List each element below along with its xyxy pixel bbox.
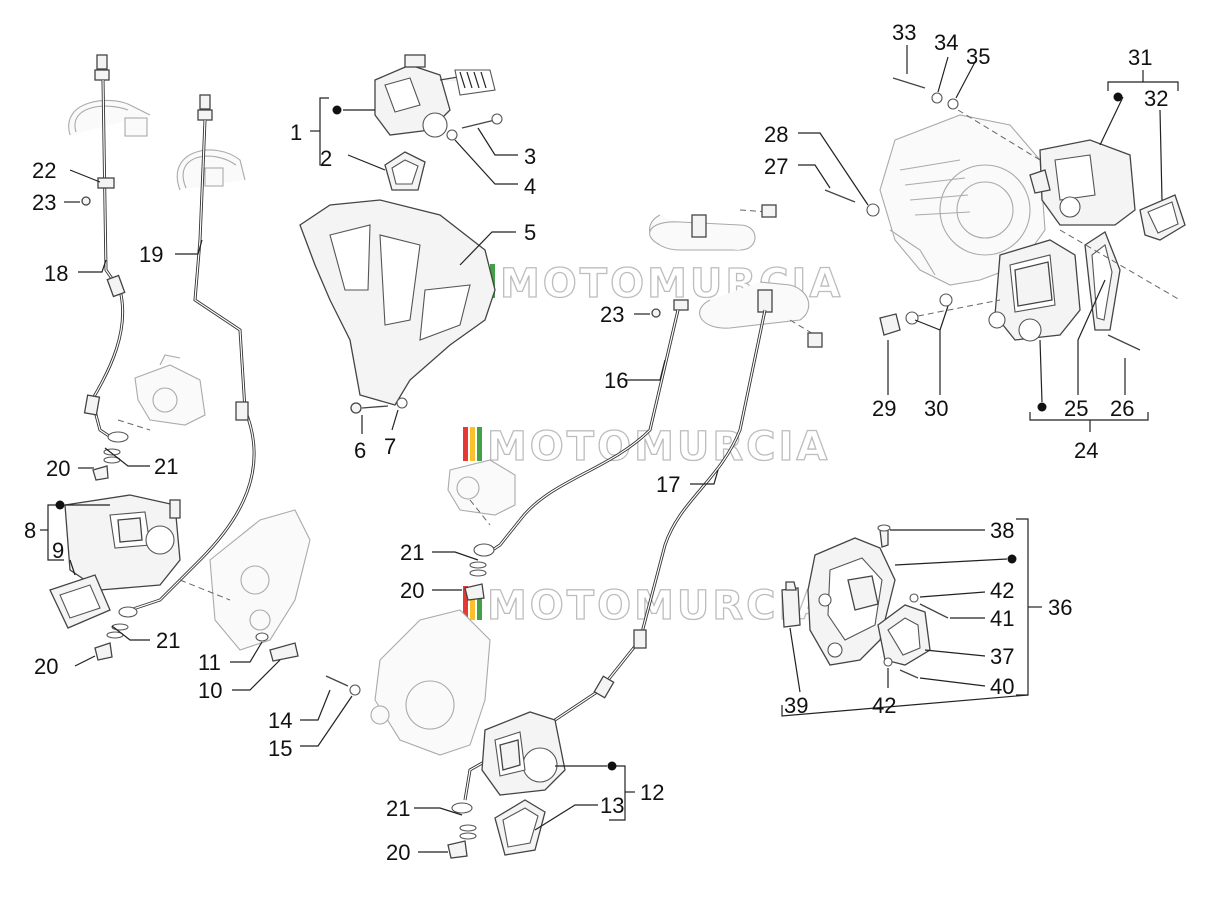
callout-21: 21	[156, 628, 180, 653]
callout-29: 29	[872, 396, 896, 421]
rear-caliper-assembly	[299, 54, 503, 414]
callout-27: 27	[764, 154, 788, 179]
callout-numbers: 1 2 3 4 5 6 7 8 9 10 11 12 13 14 15 16 1…	[24, 20, 1168, 865]
callout-4: 4	[524, 174, 536, 199]
callout-21: 21	[154, 454, 178, 479]
watermark-middle: MOTOMURCIA	[463, 423, 830, 471]
callout-16: 16	[604, 368, 628, 393]
watermark-text: MOTOMURCIA	[487, 424, 830, 470]
callout-20: 20	[400, 578, 424, 603]
callout-35: 35	[966, 44, 990, 69]
callout-31: 31	[1128, 45, 1152, 70]
abs-modulator-assembly	[781, 524, 949, 679]
callout-40: 40	[990, 674, 1014, 699]
callout-33: 33	[892, 20, 916, 45]
callout-24: 24	[1074, 438, 1098, 463]
callout-22: 22	[32, 158, 56, 183]
callout-21: 21	[386, 796, 410, 821]
callout-19: 19	[139, 242, 163, 267]
callout-7: 7	[384, 434, 396, 459]
callout-42: 42	[990, 578, 1014, 603]
callout-36: 36	[1048, 595, 1072, 620]
callout-2: 2	[320, 146, 332, 171]
callout-14: 14	[268, 708, 292, 733]
callout-39: 39	[784, 693, 808, 718]
callout-9: 9	[52, 538, 64, 563]
callout-42: 42	[872, 693, 896, 718]
callout-8: 8	[24, 518, 36, 543]
callout-25: 25	[1064, 396, 1088, 421]
callout-26: 26	[1110, 396, 1134, 421]
callout-38: 38	[990, 518, 1014, 543]
right-caliper-assembly	[824, 77, 1186, 351]
callout-21: 21	[400, 540, 424, 565]
callout-20: 20	[34, 654, 58, 679]
callout-10: 10	[198, 678, 222, 703]
callout-30: 30	[924, 396, 948, 421]
callout-32: 32	[1144, 86, 1168, 111]
callout-6: 6	[354, 438, 366, 463]
callout-12: 12	[640, 780, 664, 805]
callout-23: 23	[600, 302, 624, 327]
watermark-bottom: MOTOMURCIA	[463, 582, 830, 630]
callout-5: 5	[524, 220, 536, 245]
callout-41: 41	[990, 606, 1014, 631]
watermark-text: MOTOMURCIA	[487, 583, 830, 629]
callout-3: 3	[524, 144, 536, 169]
callout-1: 1	[290, 120, 302, 145]
callout-23: 23	[32, 190, 56, 215]
callout-37: 37	[990, 644, 1014, 669]
callout-20: 20	[46, 456, 70, 481]
callout-28: 28	[764, 122, 788, 147]
leader-lines	[40, 45, 1179, 853]
callout-34: 34	[934, 30, 958, 55]
callout-11: 11	[198, 650, 221, 675]
callout-17: 17	[656, 472, 680, 497]
callout-15: 15	[268, 736, 292, 761]
callout-18: 18	[44, 261, 68, 286]
front-hose-assembly	[325, 204, 823, 859]
callout-20: 20	[386, 840, 410, 865]
callout-13: 13	[600, 793, 624, 818]
left-hose-assembly	[49, 54, 311, 662]
